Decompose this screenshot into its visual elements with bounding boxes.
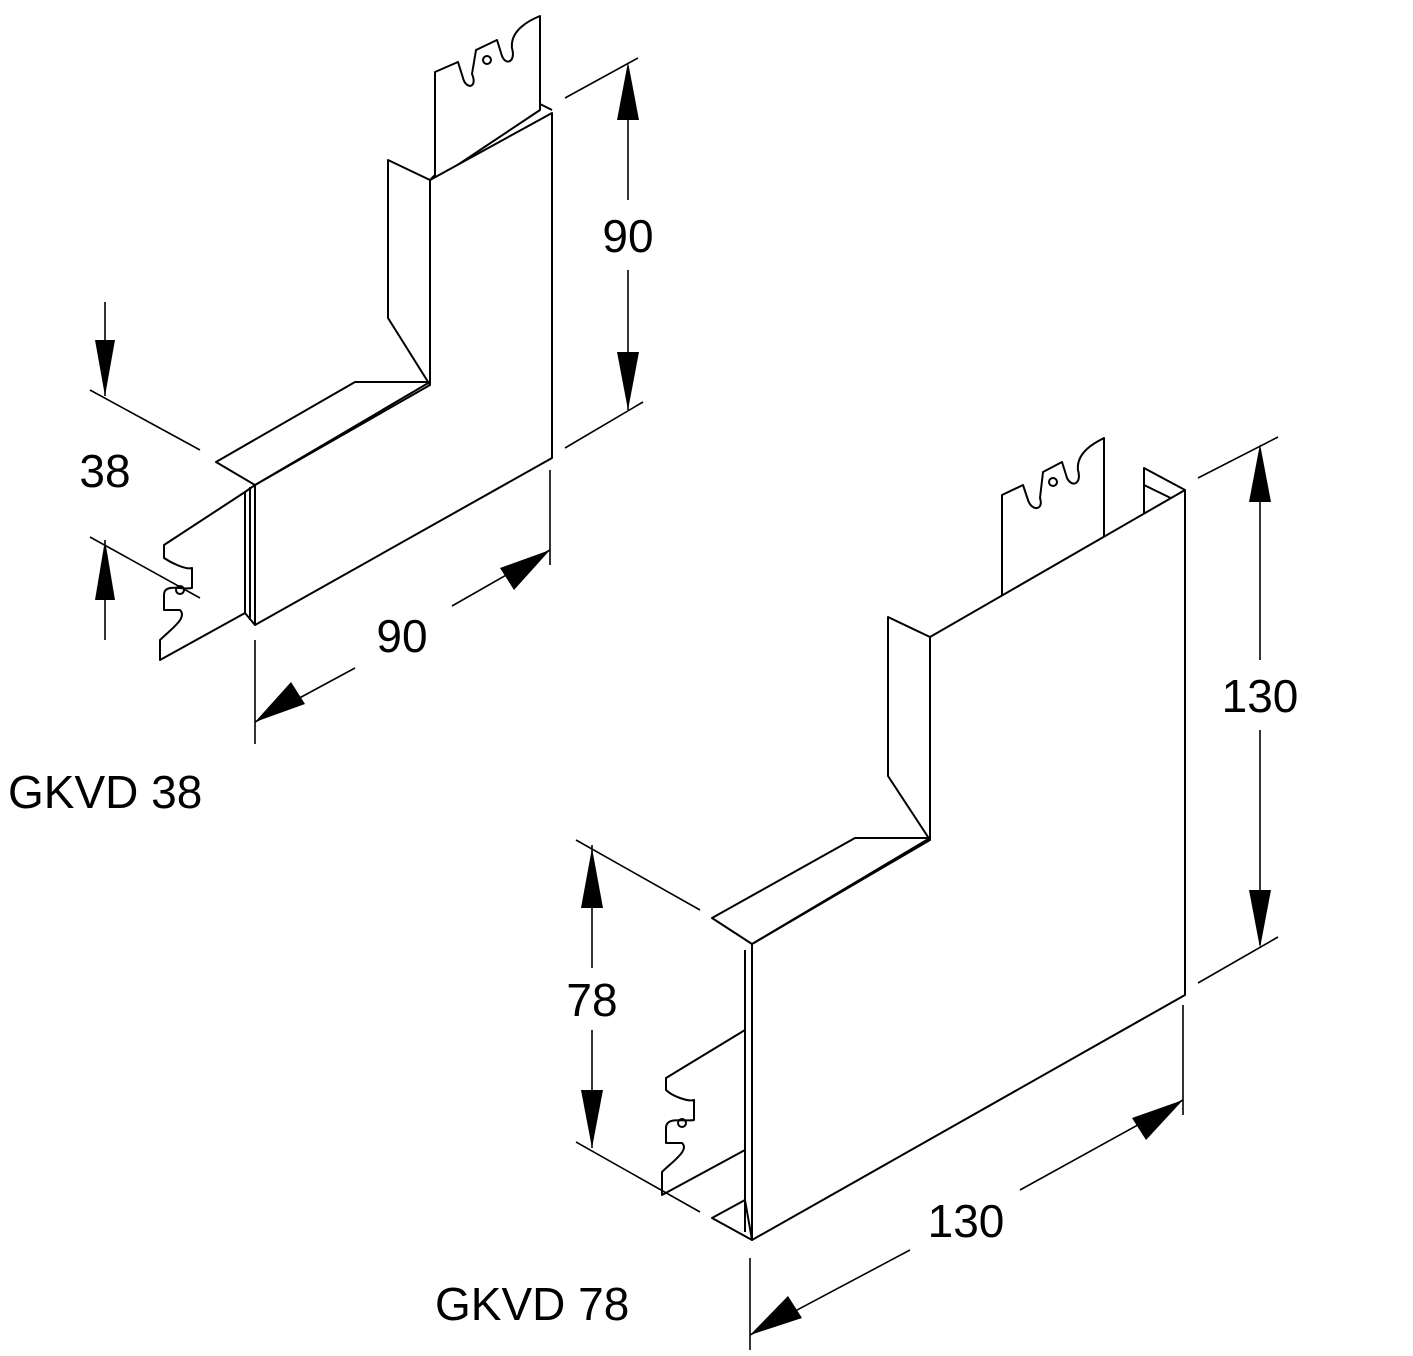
dimension-depth-label: 78	[566, 974, 617, 1026]
dimension-height-label: 130	[1222, 670, 1299, 722]
tab-hole	[1048, 477, 1058, 487]
dimension-width-label: 130	[928, 1195, 1005, 1247]
top-flange	[711, 837, 931, 945]
part-gkvd-78: 130 78 130 GKVD 78	[435, 436, 1299, 1350]
dimension-height: 130	[1197, 436, 1299, 984]
left-tab	[661, 1029, 746, 1196]
top-flange	[215, 381, 431, 486]
part-label: GKVD 78	[435, 1278, 629, 1330]
left-tab	[159, 491, 246, 661]
dimension-width: 90	[254, 470, 551, 744]
dimension-depth-label: 38	[79, 445, 130, 497]
dimension-depth: 38	[79, 302, 201, 640]
top-tab	[434, 15, 541, 181]
dimension-width: 130	[749, 1005, 1184, 1350]
side-flange	[887, 616, 931, 841]
part-gkvd-38: 90 38 90 GKVD 38	[8, 15, 654, 818]
side-flange	[387, 159, 431, 386]
dimension-width-label: 90	[376, 610, 427, 662]
dimension-height: 90	[564, 57, 654, 449]
dimension-height-label: 90	[602, 210, 653, 262]
top-tab	[1001, 437, 1105, 599]
dimension-depth: 78	[566, 839, 701, 1213]
part-label: GKVD 38	[8, 766, 202, 818]
left-tab-hole	[677, 1118, 687, 1128]
tab-hole	[482, 55, 492, 65]
bottom-flange	[711, 1199, 753, 1241]
